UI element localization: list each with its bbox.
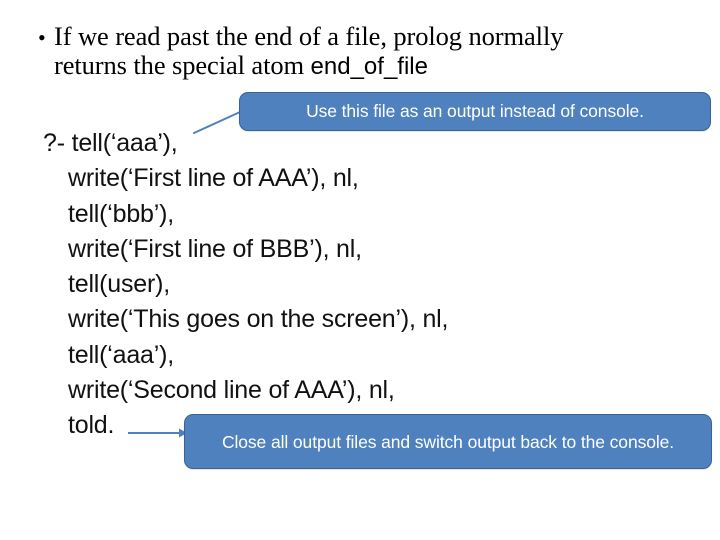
code-line: tell(user), xyxy=(68,270,170,299)
code-line: ?- tell(‘aaa’), xyxy=(43,129,178,157)
atom-end-of-file: end_of_file xyxy=(310,53,428,80)
callout-output-text: Use this file as an output instead of co… xyxy=(306,101,644,121)
callout-close-text: Close all output files and switch output… xyxy=(221,431,675,452)
code-line: write(‘This goes on the screen’), nl, xyxy=(68,305,449,334)
code-line: tell(‘bbb’), xyxy=(68,199,174,228)
bullet-line-1: If we read past the end of a file, prolo… xyxy=(54,21,564,51)
code-line: write(‘First line of AAA’), nl, xyxy=(68,164,359,193)
callout-close-output-files[interactable]: Close all output files and switch output… xyxy=(184,414,712,469)
prolog-code-block: ?- tell(‘aaa’), write(‘First line of AAA… xyxy=(43,126,683,444)
bullet-paragraph: • If we read past the end of a file, pro… xyxy=(38,22,688,81)
bullet-marker: • xyxy=(38,25,46,50)
code-line: write(‘First line of BBB’), nl, xyxy=(68,234,362,263)
code-line: write(‘Second line of AAA’), nl, xyxy=(68,376,395,405)
code-line: tell(‘aaa’), xyxy=(68,340,174,369)
callout-use-file-as-output[interactable]: Use this file as an output instead of co… xyxy=(239,92,711,131)
bullet-text: If we read past the end of a file, prolo… xyxy=(54,22,563,81)
code-line: told. xyxy=(68,411,115,440)
bullet-line-2-prefix: returns the special atom xyxy=(54,50,311,80)
